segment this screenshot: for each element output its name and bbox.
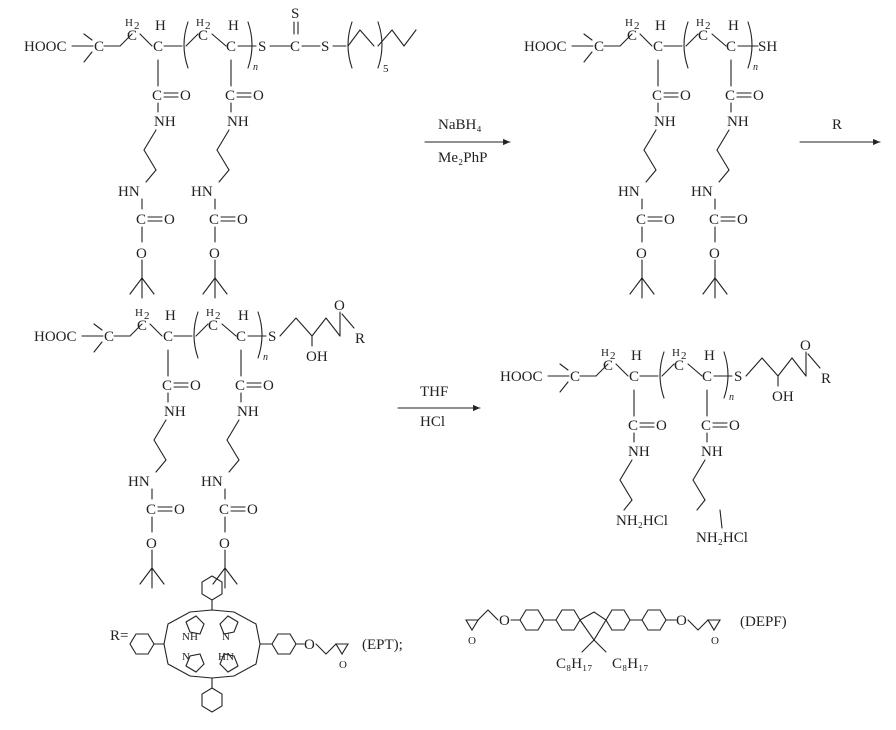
svg-text:C: C <box>603 358 613 374</box>
svg-text:C: C <box>163 329 173 345</box>
svg-text:O: O <box>800 338 811 354</box>
svg-text:THF: THF <box>420 384 448 400</box>
svg-text:2: 2 <box>705 20 711 32</box>
arrow-click: R <box>799 117 881 146</box>
svg-text:C: C <box>290 39 300 55</box>
svg-text:H: H <box>625 17 633 29</box>
svg-text:R: R <box>832 117 842 133</box>
svg-text:HCl: HCl <box>420 414 445 430</box>
depf-fluorene: O O C₈H₁₇ C₈H₁₇ O O <box>465 609 721 672</box>
svg-text:R: R <box>821 371 831 387</box>
svg-text:OH: OH <box>772 389 794 405</box>
svg-text:C: C <box>629 369 639 385</box>
svg-text:C: C <box>198 28 208 44</box>
arrow-deprotection: THF HCl <box>397 384 481 430</box>
arrow-reduction: NaBH₄ Me₂PhP <box>424 117 511 166</box>
svg-text:C₈H₁₇: C₈H₁₇ <box>612 656 649 672</box>
svg-text:S: S <box>268 329 276 345</box>
svg-text:C: C <box>594 39 604 55</box>
svg-text:H: H <box>206 307 214 319</box>
svg-text:SH: SH <box>758 39 777 55</box>
svg-text:H: H <box>631 348 642 364</box>
compound-boc-thiol: HOOC C C H 2 C H C H 2 C H n SH <box>524 17 777 299</box>
svg-text:C: C <box>698 28 708 44</box>
svg-text:H: H <box>196 17 204 29</box>
svg-text:R: R <box>355 331 365 347</box>
svg-text:H: H <box>704 348 715 364</box>
svg-text:n: n <box>253 62 258 73</box>
svg-text:O: O <box>676 613 687 629</box>
svg-text:C: C <box>236 329 246 345</box>
svg-text:O: O <box>468 635 476 647</box>
svg-text:H: H <box>696 17 704 29</box>
svg-text:NH₂HCl: NH₂HCl <box>616 513 668 529</box>
svg-text:2: 2 <box>681 350 687 362</box>
svg-text:C: C <box>726 39 736 55</box>
svg-text:C: C <box>153 39 163 55</box>
svg-text:H: H <box>155 18 166 34</box>
svg-text:C: C <box>127 28 137 44</box>
ept-label: (EPT); <box>362 637 403 653</box>
r-equals-label: R= <box>110 628 128 644</box>
svg-text:2: 2 <box>215 310 221 322</box>
svg-text:HOOC: HOOC <box>24 39 67 55</box>
svg-text:HOOC: HOOC <box>524 39 567 55</box>
svg-text:H: H <box>601 347 609 359</box>
svg-text:HOOC: HOOC <box>34 329 77 345</box>
svg-text:N: N <box>182 651 190 663</box>
svg-text:S: S <box>258 39 266 55</box>
svg-text:C: C <box>94 39 104 55</box>
svg-text:C₈H₁₇: C₈H₁₇ <box>556 656 593 672</box>
svg-text:NH₂HCl: NH₂HCl <box>696 530 748 546</box>
svg-text:n: n <box>753 62 758 73</box>
svg-text:NaBH₄: NaBH₄ <box>438 117 482 133</box>
svg-text:S: S <box>291 6 299 22</box>
svg-text:C: C <box>226 39 236 55</box>
svg-text:S: S <box>734 369 742 385</box>
compound-boc-trithiocarbonate: HOOC C C H 2 C H C H 2 C H n S C S S <box>24 6 417 299</box>
svg-text:H: H <box>165 308 176 324</box>
svg-text:2: 2 <box>134 20 140 32</box>
svg-text:2: 2 <box>610 350 616 362</box>
svg-text:NH: NH <box>182 631 198 643</box>
compound-boc-functionalized: HOOC C C H 2 C H C H 2 C H n S OH O R <box>34 298 365 589</box>
svg-text:Me₂PhP: Me₂PhP <box>438 150 487 166</box>
svg-text:C: C <box>137 318 147 334</box>
svg-text:C: C <box>208 318 218 334</box>
svg-text:2: 2 <box>144 310 150 322</box>
svg-text:O: O <box>334 298 345 314</box>
svg-text:n: n <box>263 352 268 363</box>
svg-text:5: 5 <box>383 63 389 75</box>
svg-text:S: S <box>321 39 329 55</box>
ept-porphyrin: NH N N HN O O <box>129 575 349 713</box>
svg-text:C: C <box>627 28 637 44</box>
svg-text:H: H <box>135 307 143 319</box>
svg-text:O: O <box>339 659 347 671</box>
depf-label: (DEPF) <box>740 614 787 630</box>
svg-text:C: C <box>570 369 580 385</box>
svg-text:O: O <box>711 635 719 647</box>
svg-text:O: O <box>499 613 510 629</box>
svg-text:C: C <box>702 369 712 385</box>
svg-text:OH: OH <box>306 349 328 365</box>
svg-text:2: 2 <box>634 20 640 32</box>
svg-text:2: 2 <box>205 20 211 32</box>
svg-text:H: H <box>238 308 249 324</box>
compound-amine-hcl: HOOC C C H 2 C H C H 2 C H n S OH O R NH… <box>500 338 831 546</box>
svg-text:N: N <box>222 631 230 643</box>
svg-text:n: n <box>729 392 734 403</box>
svg-text:H: H <box>125 17 133 29</box>
svg-text:O: O <box>304 637 315 653</box>
svg-text:C: C <box>674 358 684 374</box>
svg-text:H: H <box>672 347 680 359</box>
svg-text:H: H <box>228 18 239 34</box>
svg-text:C: C <box>104 329 114 345</box>
svg-text:H: H <box>655 18 666 34</box>
svg-text:H: H <box>728 18 739 34</box>
svg-text:HOOC: HOOC <box>500 369 543 385</box>
svg-text:C: C <box>653 39 663 55</box>
svg-text:HN: HN <box>218 651 234 663</box>
